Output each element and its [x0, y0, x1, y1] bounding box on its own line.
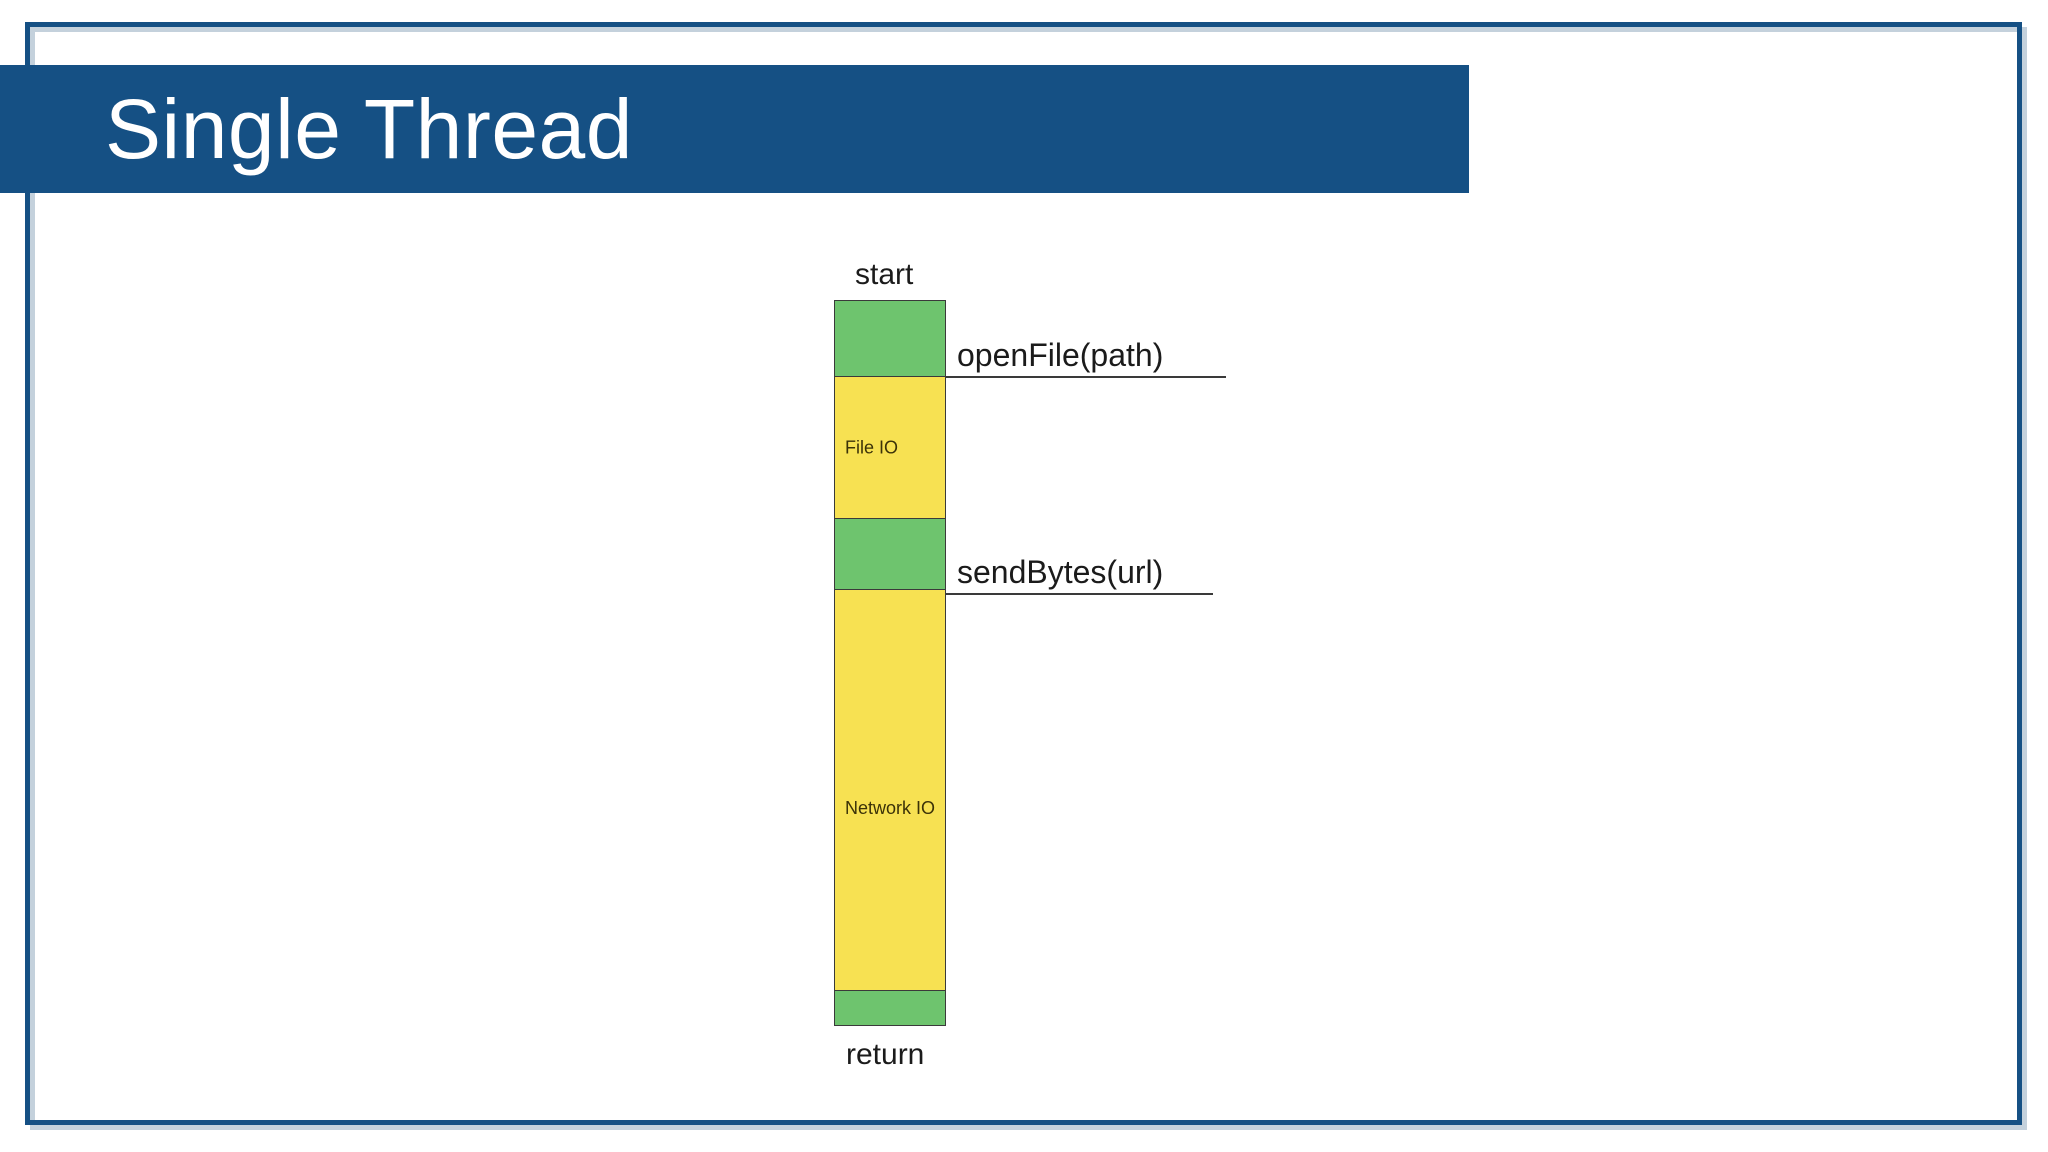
segment-blocked-network-io: Network IO [834, 589, 946, 991]
segment-blocked-file-io: File IO [834, 376, 946, 519]
call-label-send-bytes: sendBytes(url) [957, 554, 1164, 590]
timeline-return-label: return [846, 1038, 925, 1071]
call-rule-send-bytes [946, 593, 1213, 595]
segment-cpu-3 [834, 990, 946, 1026]
segment-cpu-2 [834, 518, 946, 590]
timeline-start-label: start [855, 258, 914, 291]
segment-cpu-1 [834, 300, 946, 377]
slide-title-band: Single Thread [0, 65, 1469, 193]
segment-label-file-io: File IO [845, 436, 899, 457]
page-title: Single Thread [105, 82, 633, 176]
call-rule-open-file [946, 376, 1226, 378]
thread-column: File IO Network IO [834, 300, 946, 1030]
segment-label-network-io: Network IO [845, 798, 936, 818]
call-label-open-file: openFile(path) [957, 337, 1164, 373]
